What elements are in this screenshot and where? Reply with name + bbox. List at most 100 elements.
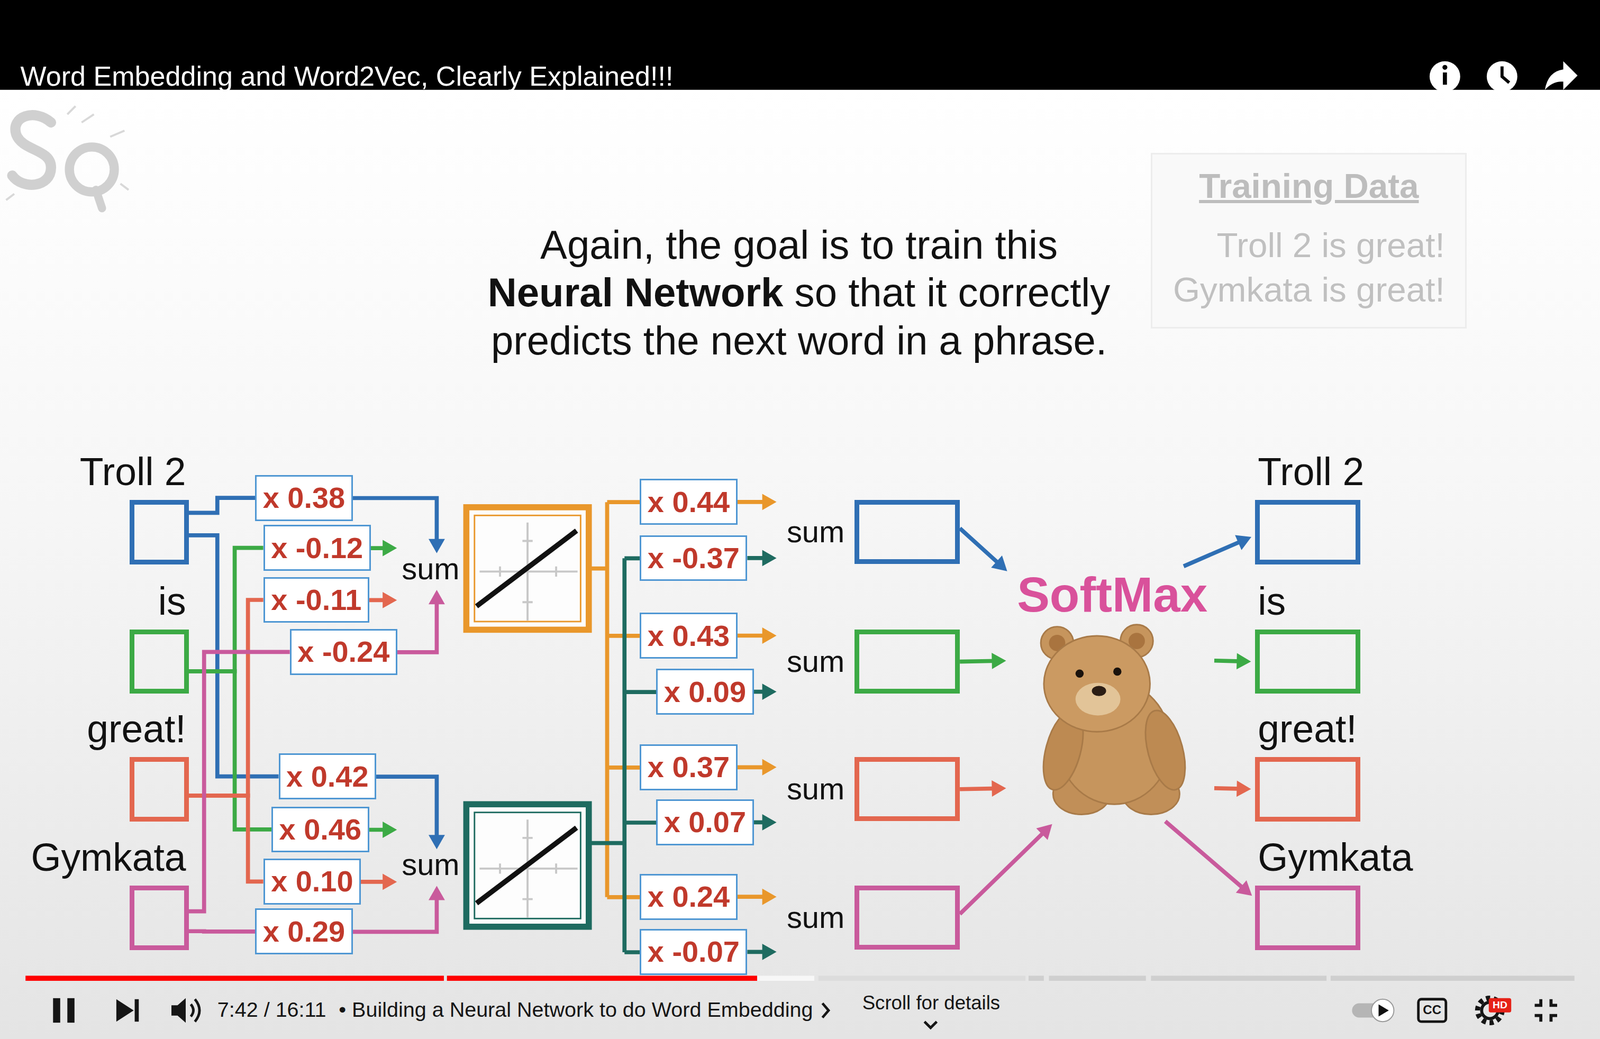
- label-holder: is: [1257, 580, 1286, 624]
- weight-value: x 0.43: [647, 621, 730, 651]
- weight-value: x 0.37: [647, 752, 730, 783]
- sum-label: sum: [786, 774, 845, 805]
- arrowhead: [762, 493, 777, 511]
- connector-line: [1165, 821, 1245, 890]
- connector: [959, 824, 1052, 915]
- connector: [1183, 534, 1252, 567]
- arrowhead: [991, 780, 1006, 797]
- info-icon-stem: [1442, 72, 1448, 85]
- label-holder: Gymkata: [30, 836, 186, 880]
- arrowhead: [762, 683, 777, 700]
- arrowhead: [1236, 652, 1251, 670]
- progress-chapter: [1330, 975, 1575, 981]
- logo-s: [12, 115, 51, 185]
- training-data-panel: Training DataTroll 2 is great!Gymkata is…: [1150, 152, 1467, 329]
- softmax-label: SoftMax: [1016, 568, 1209, 623]
- weight-box: x 0.29: [255, 908, 353, 955]
- bear-head: [1043, 635, 1151, 732]
- arrowhead: [762, 943, 777, 961]
- weight-box: x 0.38: [255, 475, 353, 522]
- arrowhead: [1035, 824, 1052, 841]
- connector: [747, 943, 777, 961]
- sum-node: sum: [780, 494, 960, 570]
- weight-box: x 0.46: [271, 806, 370, 853]
- wire-arrowhead: [382, 873, 397, 890]
- label-holder: • Building a Neural Network to do Word E…: [338, 998, 813, 1023]
- word-label: Gymkata: [1257, 835, 1413, 880]
- pause-icon: [67, 998, 75, 1023]
- arrowhead: [762, 814, 777, 831]
- sum-rect: [854, 885, 960, 951]
- clock-hands: [1502, 66, 1510, 83]
- scroll-hint: Scroll for details: [862, 992, 1001, 1014]
- word-label: is: [158, 579, 187, 624]
- logo-q: [69, 147, 115, 193]
- progress-buffered: [757, 975, 815, 981]
- weight-box: x -0.12: [263, 524, 371, 571]
- chapter-chevron: [822, 1003, 829, 1018]
- label-holder: 7:42 / 16:11: [217, 998, 327, 1023]
- label-holder: HD: [1492, 999, 1508, 1012]
- weight-value: x 0.42: [286, 761, 369, 792]
- connector-line: [188, 795, 264, 882]
- weight-value: x 0.09: [664, 677, 747, 707]
- connector-line: [1183, 540, 1243, 567]
- activation-function-2: [466, 804, 589, 927]
- input-word-box: Gymkata: [129, 885, 189, 951]
- weight-value: x -0.37: [647, 543, 740, 574]
- word-label: great!: [1257, 707, 1357, 751]
- volume-waves: [191, 999, 200, 1022]
- caption-block: Again, the goal is to train this Neural …: [462, 221, 1136, 366]
- connector: [188, 931, 256, 933]
- sum-node: sum: [780, 751, 960, 827]
- weight-value: x 0.46: [279, 814, 362, 845]
- logo-sparkles: [6, 106, 129, 200]
- output-word-box: great!: [1255, 757, 1361, 822]
- connector-line: [959, 788, 997, 789]
- captions-label: CC: [1422, 1002, 1442, 1017]
- word-label: Troll 2: [1257, 450, 1365, 494]
- word-label: great!: [86, 707, 186, 751]
- label-holder: great!: [86, 707, 186, 751]
- label-holder: Word Embedding and Word2Vec, Clearly Exp…: [20, 60, 674, 93]
- arrowhead: [762, 627, 777, 644]
- connector: [188, 671, 272, 830]
- weight-value: x -0.24: [297, 637, 390, 667]
- connector: [747, 549, 777, 567]
- wire-arrowhead: [382, 821, 397, 839]
- connector: [188, 600, 264, 796]
- scroll-chevron: [924, 1021, 937, 1029]
- sum-label: sum: [786, 516, 845, 548]
- exit-fullscreen-icon: [1534, 999, 1558, 1022]
- weight-box: x 0.43: [639, 612, 738, 659]
- weight-value: x -0.07: [647, 937, 740, 967]
- progress-chapter: [1028, 975, 1044, 981]
- wire-arrowhead: [428, 539, 445, 554]
- connector-line: [959, 660, 997, 662]
- connector: [753, 683, 777, 700]
- label-holder: great!: [1257, 707, 1357, 751]
- activation-curve: [476, 530, 577, 607]
- weight-box: x -0.11: [263, 577, 370, 624]
- weight-value: x 0.07: [664, 807, 747, 838]
- bear-eye: [1075, 669, 1084, 678]
- wire-arrowhead: [382, 592, 397, 609]
- wire-arrowhead: [428, 589, 445, 605]
- word-label: Troll 2: [79, 450, 187, 494]
- label-holder: is: [158, 580, 187, 624]
- label-holder: Troll 2: [1257, 450, 1365, 494]
- bear-nose: [1092, 685, 1107, 696]
- output-word-box: Gymkata: [1255, 885, 1361, 951]
- progress-chapter: [1150, 975, 1327, 981]
- wire-arrowhead: [382, 540, 397, 557]
- connector-line: [188, 929, 256, 934]
- teddy-bear: [1035, 624, 1193, 815]
- connector: [737, 627, 777, 644]
- connector: [959, 528, 1007, 572]
- bear-muzzle: [1075, 683, 1121, 716]
- weight-box: x -0.24: [289, 629, 398, 676]
- weight-box: x -0.37: [639, 535, 748, 582]
- sum-label: sum: [786, 646, 845, 678]
- weight-box: x 0.07: [656, 799, 754, 846]
- bear-eye: [1113, 667, 1122, 676]
